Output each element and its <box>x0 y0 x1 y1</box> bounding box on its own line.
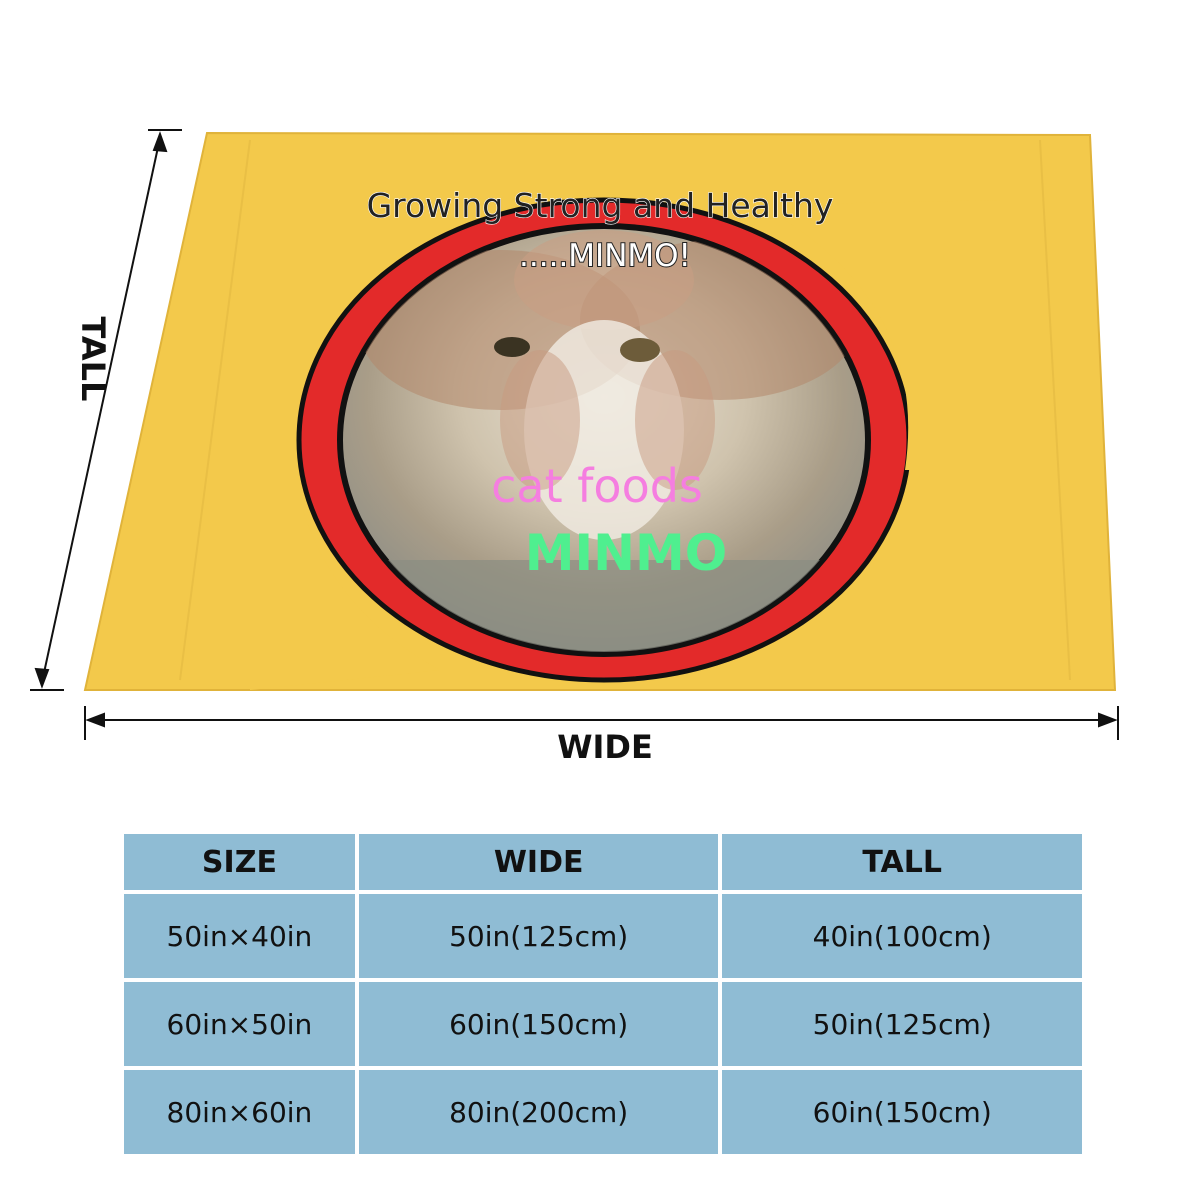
tall-label: TALL <box>74 316 112 402</box>
cat-eye-left <box>494 337 530 357</box>
cell-size: 60in×50in <box>124 982 355 1066</box>
fold-line <box>1039 139 1071 681</box>
wide-dimension-arrow <box>84 706 1119 740</box>
wide-label: WIDE <box>557 728 653 766</box>
cell-size: 80in×60in <box>124 1070 355 1154</box>
table-row: 80in×60in 80in(200cm) 60in(150cm) <box>124 1070 1082 1154</box>
blanket-headline: Growing Strong and Healthy <box>367 186 834 225</box>
header-size: SIZE <box>124 834 355 890</box>
cell-tall: 60in(150cm) <box>722 1070 1082 1154</box>
blanket-subheadline: .....MINMO! <box>519 238 691 274</box>
cell-size: 50in×40in <box>124 894 355 978</box>
cell-tall: 50in(125cm) <box>722 982 1082 1066</box>
size-table: SIZE WIDE TALL 50in×40in 50in(125cm) 40i… <box>120 830 1086 1158</box>
table-header-row: SIZE WIDE TALL <box>124 834 1082 890</box>
table-row: 50in×40in 50in(125cm) 40in(100cm) <box>124 894 1082 978</box>
cell-tall: 40in(100cm) <box>722 894 1082 978</box>
fold-line <box>179 139 251 681</box>
caption-minmo: MINMO <box>525 524 727 582</box>
tall-dimension-arrow <box>30 129 182 691</box>
ring-cut <box>760 200 1000 470</box>
caption-cat-foods: cat foods <box>491 459 703 513</box>
cat-eye-right <box>620 338 660 362</box>
table-row: 60in×50in 60in(150cm) 50in(125cm) <box>124 982 1082 1066</box>
cell-wide: 80in(200cm) <box>358 1070 719 1154</box>
cell-wide: 50in(125cm) <box>358 894 719 978</box>
cat-photo <box>342 230 866 652</box>
header-wide: WIDE <box>358 834 719 890</box>
cell-wide: 60in(150cm) <box>358 982 719 1066</box>
blanket-illustration: Growing Strong and Healthy .....MINMO! c… <box>30 129 1119 740</box>
header-tall: TALL <box>722 834 1082 890</box>
ring-cut <box>250 500 440 690</box>
